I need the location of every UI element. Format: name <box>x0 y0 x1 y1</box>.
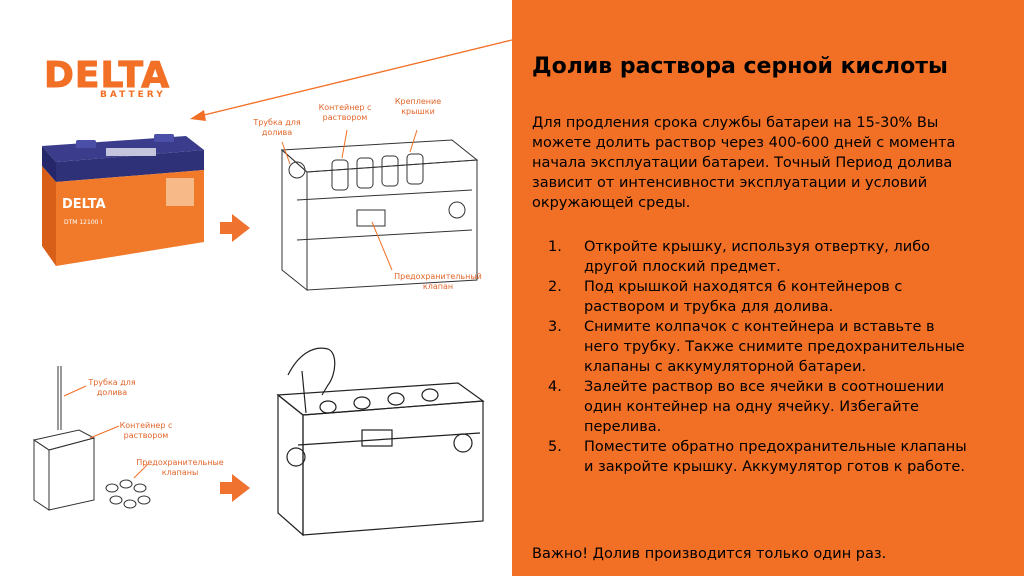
delta-battery-logo: DELTA BATTERY <box>43 55 194 102</box>
pointer-arrow <box>190 39 512 121</box>
battery-filling-diagram <box>276 347 485 537</box>
intro-paragraph: Для продления срока службы батареи на 15… <box>532 115 956 211</box>
list-item: 4.Залейте раствор во все ячейки в соотно… <box>548 379 945 435</box>
arrow-right-icon-2 <box>220 474 250 502</box>
battery-brand: DELTA <box>62 197 106 212</box>
label-safety-valves-2: Предохранительные клапаны <box>136 458 224 477</box>
battery-opened-diagram <box>280 130 479 292</box>
refill-container-diagram <box>32 366 151 511</box>
battery-image <box>42 134 204 266</box>
important-note: Важно! Долив производится только один ра… <box>532 546 887 562</box>
page-title: Долив раствора серной кислоты <box>532 54 948 79</box>
logo-word: DELTA <box>43 55 171 96</box>
label-safety-valve: Предохранительный клапан <box>394 272 482 291</box>
label-cap-mount: Крепление крышки <box>394 97 442 116</box>
instructions-panel <box>512 0 1024 576</box>
steps-list: 1.Откройте крышку, используя отвертку, л… <box>532 237 972 477</box>
list-item: 3.Снимите колпачок с контейнера и вставь… <box>548 319 965 375</box>
label-container: Контейнер с раствором <box>318 103 372 122</box>
label-tube-2: Трубка для долива <box>88 378 136 397</box>
label-container-2: Контейнер с раствором <box>119 421 173 440</box>
list-item: 2.Под крышкой находятся 6 контейнеров с … <box>548 279 903 315</box>
illustration-panel: DELTA BATTERY DELTA DTM 12100 I <box>32 39 512 537</box>
logo-sub: BATTERY <box>100 90 166 100</box>
arrow-right-icon <box>220 214 250 242</box>
label-tube: Трубка для долива <box>253 118 301 137</box>
list-item: 1.Откройте крышку, используя отвертку, л… <box>548 239 931 275</box>
list-item: 5.Поместите обратно предохранительные кл… <box>548 439 967 475</box>
battery-model: DTM 12100 I <box>64 219 103 226</box>
